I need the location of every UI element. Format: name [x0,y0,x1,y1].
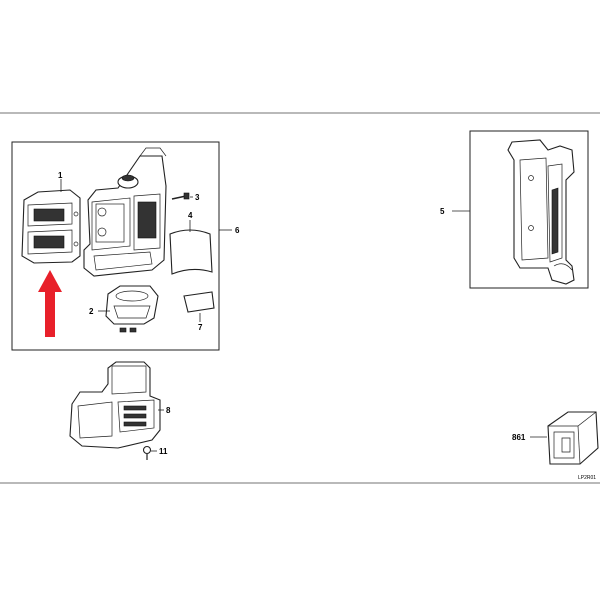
part-6-laser-body [83,147,167,277]
part-2-contact-assembly [105,285,159,333]
callout-3: 3 [195,193,200,202]
part-5-wall-bracket [507,139,575,285]
bracket-assembly-box [469,130,589,289]
callout-1: 1 [58,171,63,180]
red-pointer-arrow [38,270,62,337]
callout-6: 6 [235,226,240,235]
part-3-screw [171,192,190,200]
callout-2: 2 [89,307,94,316]
part-7-small-label [183,291,215,313]
part-8-battery-base [69,361,161,449]
diagram-code: LP2R01 [578,475,596,481]
callout-5: 5 [440,207,445,216]
main-assembly-box [11,141,220,351]
callout-11: 11 [159,447,168,456]
callout-861: 861 [512,433,526,442]
part-11-screw [142,445,152,460]
callout-4: 4 [188,211,193,220]
part-861-carry-case [547,411,599,465]
part-4-label [169,229,213,275]
leader-lines [60,179,547,452]
part-1-front-cover [21,189,81,264]
callout-7: 7 [198,323,203,332]
callout-8: 8 [166,406,171,415]
